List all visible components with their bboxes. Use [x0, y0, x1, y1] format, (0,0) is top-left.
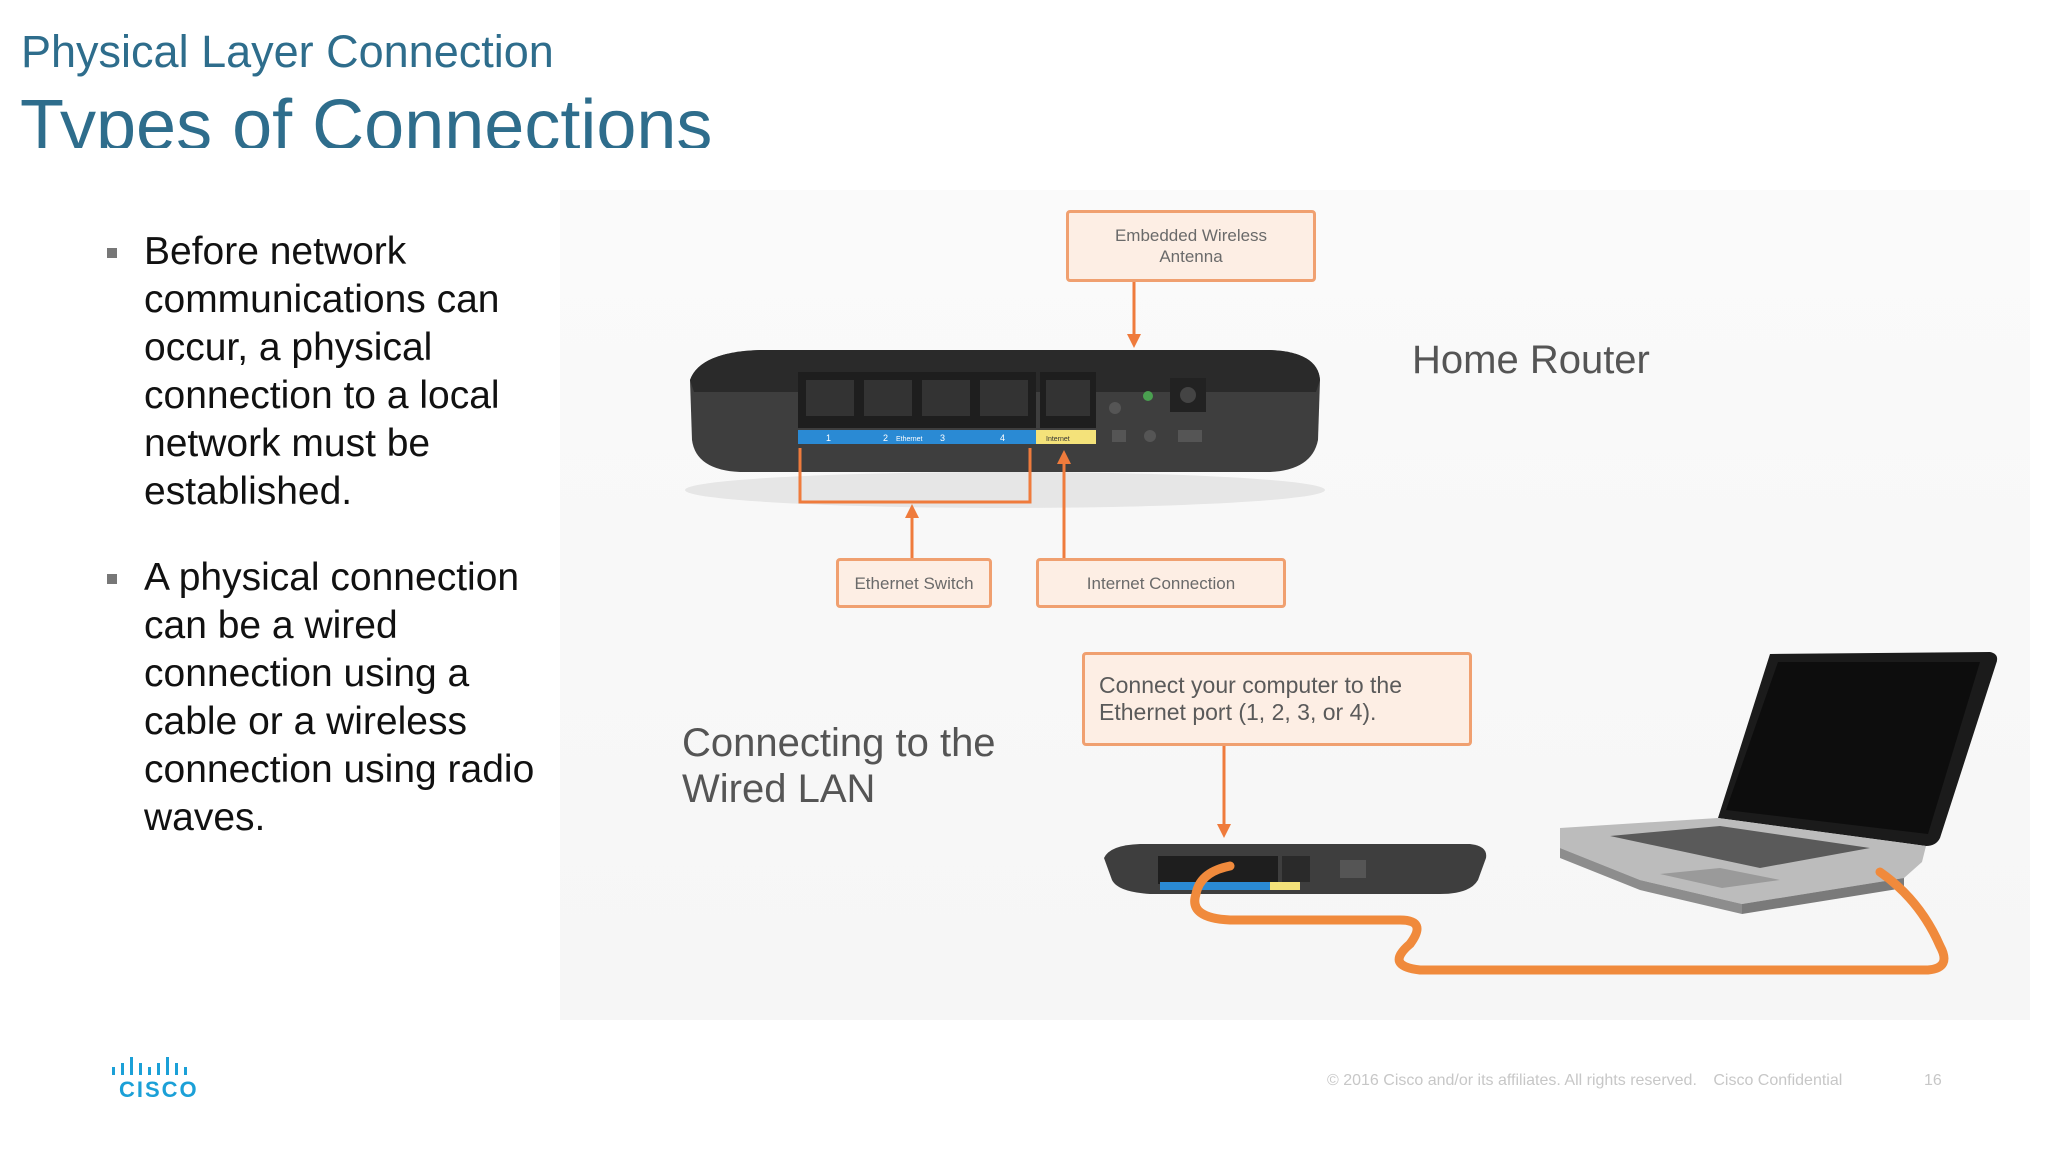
bullet-text: Before network communications can occur,…: [144, 230, 500, 513]
slide-title: Types of Connections: [20, 86, 713, 148]
laptop-illustration: [1560, 652, 1998, 914]
port-number-label: 2: [883, 433, 888, 443]
small-router-illustration: [1104, 844, 1487, 894]
copyright-text: © 2016 Cisco and/or its affiliates. All …: [1327, 1072, 1697, 1089]
internet-port-strip: [1036, 430, 1096, 444]
slide-subtitle: Physical Layer Connection: [21, 26, 554, 77]
ethernet-switch-callout: Ethernet Switch: [836, 558, 992, 608]
connect-instruction-callout: Connect your computer to the Ethernet po…: [1082, 652, 1472, 746]
ethernet-bracket: [798, 448, 1032, 504]
connect-instruction-line2: Ethernet port (1, 2, 3, or 4).: [1099, 699, 1377, 725]
wired-lan-line2: Wired LAN: [682, 767, 876, 811]
port-number-label: 3: [940, 433, 945, 443]
bullet-list: Before network communications can occur,…: [104, 228, 564, 880]
bullet-item: A physical connection can be a wired con…: [104, 554, 564, 842]
confidential-text: Cisco Confidential: [1713, 1072, 1843, 1089]
internet-connection-callout: Internet Connection: [1036, 558, 1286, 608]
port-number-label: 4: [1000, 433, 1005, 443]
bullet-text: A physical connection can be a wired con…: [144, 556, 535, 839]
internet-connection-label: Internet Connection: [1086, 573, 1236, 593]
antenna-callout: Embedded Wireless Antenna: [1066, 210, 1316, 282]
port-strip-label: Ethernet: [896, 436, 923, 443]
bullet-square-icon: [107, 248, 117, 258]
antenna-label-line2: Antenna: [1159, 247, 1223, 266]
connect-instruction-line1: Connect your computer to the: [1099, 672, 1402, 698]
antenna-label-line1: Embedded Wireless: [1114, 226, 1268, 245]
home-router-illustration: 1 2 Ethernet 3 4 Internet: [685, 350, 1325, 508]
page-number: 16: [1924, 1072, 1942, 1089]
footer: © 2016 Cisco and/or its affiliates. All …: [1327, 1072, 1854, 1090]
bullet-square-icon: [107, 574, 117, 584]
ethernet-port-strip: [798, 430, 1036, 444]
cisco-logo-text: CISCO: [119, 1077, 199, 1102]
cisco-bars-icon: [112, 1057, 187, 1075]
callout-arrows: [905, 282, 1231, 838]
wired-lan-line1: Connecting to the: [682, 721, 996, 765]
ethernet-switch-label: Ethernet Switch: [854, 573, 974, 593]
wired-lan-label: Connecting to the Wired LAN: [682, 720, 996, 812]
ethernet-cable: [1190, 861, 1949, 975]
port-number-label: 1: [826, 433, 831, 443]
bullet-item: Before network communications can occur,…: [104, 228, 564, 516]
home-router-label: Home Router: [1412, 338, 1650, 382]
internet-port-label: Internet: [1046, 436, 1070, 443]
